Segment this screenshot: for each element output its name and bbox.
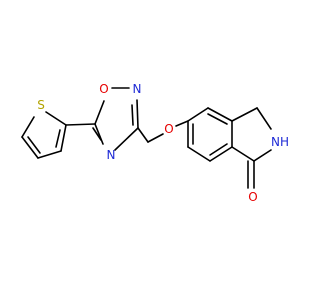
atom-o-ring-label: O [99, 82, 108, 96]
bond [21, 116, 35, 138]
double-bond-inner [27, 136, 41, 154]
bond [147, 133, 164, 143]
bond [231, 146, 255, 162]
bond [256, 107, 272, 130]
molecule-structure: S O N N O NH O [21, 82, 289, 204]
bond [253, 149, 272, 162]
bond [65, 123, 96, 126]
atom-o-carbonyl-label: O [248, 190, 257, 204]
atom-o-ether-label: O [164, 122, 173, 136]
double-bond-inner [207, 113, 228, 125]
atom-s-label: S [37, 98, 45, 112]
bond [137, 127, 149, 143]
bond [207, 107, 233, 122]
bond [60, 124, 67, 152]
atom-n-ring-top-label: N [133, 82, 142, 96]
lactam-ring [231, 107, 272, 162]
double-bond-inner [92, 127, 102, 141]
bond [94, 100, 105, 125]
double-bond-inner [131, 104, 134, 126]
bond [45, 111, 67, 126]
atom-nh-label: NH [271, 135, 289, 149]
benzene-ring [187, 107, 233, 162]
bond [114, 127, 139, 151]
double-bond-inner [209, 143, 228, 156]
bond [21, 136, 39, 159]
atom-n-ring-bottom-label: N [107, 148, 116, 162]
bond [136, 99, 139, 129]
bond [187, 146, 211, 162]
bond [231, 107, 258, 122]
bond [94, 123, 104, 145]
bond [209, 146, 233, 162]
bond [37, 150, 62, 159]
bond [187, 107, 209, 122]
oxadiazole-ring [92, 87, 139, 151]
double-bond-inner [55, 129, 61, 148]
bond [175, 120, 189, 127]
thiophene-ring [21, 111, 67, 159]
